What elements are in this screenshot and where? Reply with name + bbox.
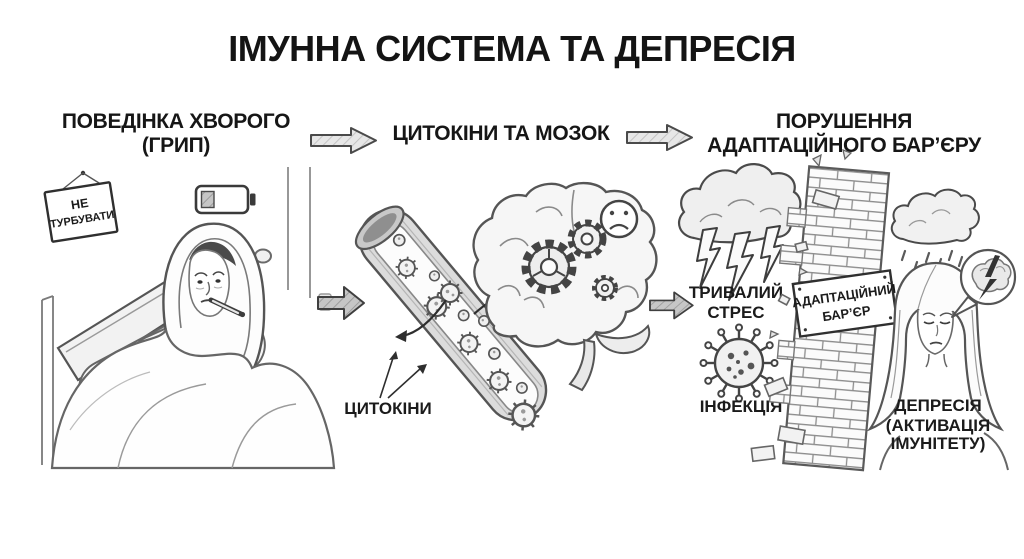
brick-wall: АДАПТАЦІЙНИЙ БАР’ЄР bbox=[750, 148, 899, 472]
barrier-sign: АДАПТАЦІЙНИЙ БАР’ЄР bbox=[791, 269, 899, 338]
low-battery-icon bbox=[194, 184, 256, 215]
scene-flow-arrow-2 bbox=[649, 291, 694, 320]
brainstem bbox=[568, 338, 596, 392]
header-flow-arrow-2 bbox=[626, 124, 693, 151]
stress-label-line1: ТРИВАЛИЙ bbox=[689, 283, 783, 302]
barrier-header-line1: ПОРУШЕННЯ bbox=[775, 110, 913, 133]
debris-chips bbox=[769, 148, 853, 340]
do-not-disturb-sign: НЕ ТУРБУВАТИ bbox=[43, 170, 119, 243]
barrier-sign-line2: БАР’ЄР bbox=[821, 303, 871, 325]
virus-icon bbox=[699, 323, 779, 403]
infection-label: ІНФЕКЦІЯ bbox=[700, 397, 783, 416]
gears-icon bbox=[521, 219, 618, 301]
closed-eyes bbox=[923, 321, 951, 325]
thermometer-icon bbox=[208, 297, 246, 318]
blanket bbox=[50, 327, 336, 470]
section-header-cytokines: ЦИТОКІНИ ТА МОЗОК bbox=[372, 122, 630, 146]
label-pointer-lines bbox=[379, 357, 422, 399]
section-header-barrier: ПОРУШЕННЯ АДАПТАЦІЙНОГО БАР’ЄРУ bbox=[698, 110, 990, 158]
storm-cloud-icon bbox=[677, 163, 802, 244]
behavior-header-line2: (ГРИП) bbox=[141, 134, 211, 157]
depression-label-line2: (АКТИВАЦІЯ bbox=[886, 416, 990, 435]
cytokines-brain-illustration: ЦИТОКІНИ bbox=[344, 181, 658, 439]
barrier-illustration: ТРИВАЛИЙ СТРЕС ІНФЕКЦІЯ bbox=[677, 148, 1017, 472]
behavior-header-line1: ПОВЕДІНКА ХВОРОГО bbox=[61, 110, 291, 133]
shoulders bbox=[879, 432, 1009, 471]
stress-label-line2: СТРЕС bbox=[707, 303, 764, 322]
section-header-behavior: ПОВЕДІНКА ХВОРОГО (ГРИП) bbox=[30, 110, 322, 158]
door-sign-line1: НЕ bbox=[70, 196, 89, 213]
depression-label-line1: ДЕПРЕСІЯ bbox=[894, 396, 982, 415]
sad-face-icon bbox=[599, 199, 639, 239]
lightning-bolts-icon bbox=[696, 225, 784, 301]
cytokines-label: ЦИТОКІНИ bbox=[344, 399, 431, 418]
page-title: ІМУННА СИСТЕМА ТА ДЕПРЕСІЯ bbox=[228, 28, 796, 69]
cytokines-header-line1: ЦИТОКІНИ ТА МОЗОК bbox=[392, 122, 610, 145]
falling-bricks bbox=[750, 188, 841, 463]
sick-behavior-illustration: НЕ ТУРБУВАТИ bbox=[41, 167, 336, 470]
header-flow-arrow-1 bbox=[310, 127, 377, 154]
depression-label-line3: ІМУНІТЕТУ) bbox=[891, 434, 986, 453]
cerebellum bbox=[594, 324, 651, 354]
cytokine-particle-free bbox=[436, 279, 464, 307]
scene-flow-arrow-1 bbox=[317, 286, 365, 320]
thought-bubble-icon bbox=[951, 248, 1017, 318]
barrier-header-line2: АДАПТАЦІЙНОГО БАР’ЄРУ bbox=[707, 134, 981, 157]
blood-vessel bbox=[354, 205, 548, 439]
face bbox=[916, 309, 954, 355]
brain-lightning-icon bbox=[979, 255, 1000, 300]
